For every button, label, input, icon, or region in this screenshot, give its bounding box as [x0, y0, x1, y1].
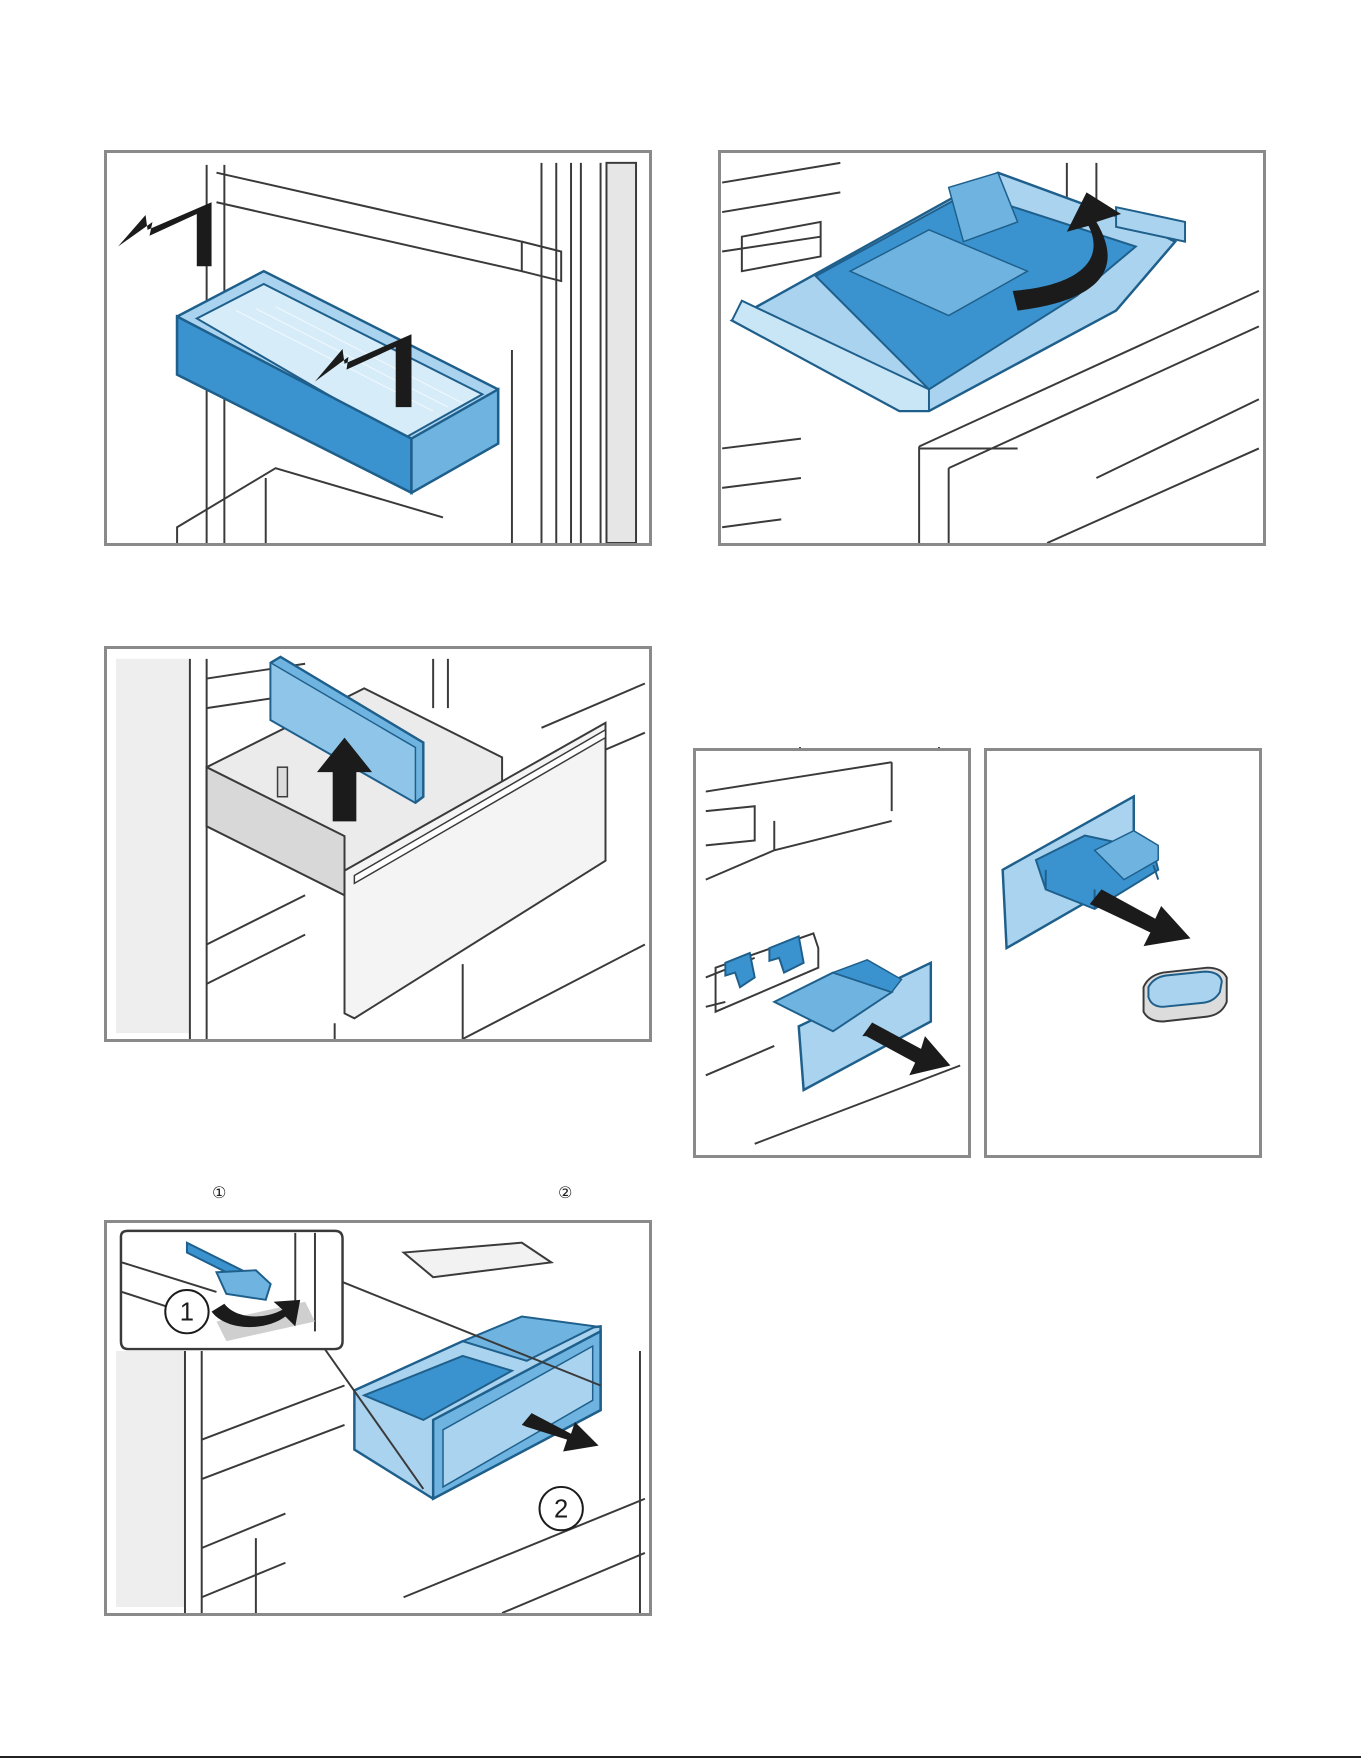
callout-two-label: 2 — [554, 1495, 568, 1523]
step-marker-one: ① — [212, 1184, 226, 1202]
figure-lift-divider-drawing — [107, 649, 649, 1039]
filter-pad — [1144, 968, 1227, 1022]
figure-lift-drawer-insert-drawing — [721, 153, 1263, 543]
arrow-icon — [1090, 889, 1191, 946]
figure-remove-filter-holder — [693, 748, 971, 1158]
drawer-insert — [732, 173, 1185, 411]
figure-remove-shelf-drawer — [104, 150, 652, 546]
figure-remove-filter-holder-drawing — [696, 751, 968, 1155]
callout-two: 2 — [540, 1487, 583, 1530]
callout-one: 1 — [165, 1290, 208, 1333]
figure-remove-lower-drawer: 1 2 — [104, 1220, 652, 1616]
filter-frame — [1003, 796, 1159, 948]
figure-filter-detail-drawing — [987, 751, 1259, 1155]
footer-rule — [0, 1756, 1361, 1758]
figure-remove-shelf-drawer-drawing — [107, 153, 649, 543]
figure-lift-divider — [104, 646, 652, 1042]
figure-filter-detail — [984, 748, 1262, 1158]
filter-holder — [774, 960, 931, 1090]
figure-remove-lower-drawer-drawing: 1 2 — [107, 1223, 649, 1613]
figure-lift-drawer-insert — [718, 150, 1266, 546]
callout-one-label: 1 — [180, 1299, 194, 1327]
step-marker-two: ② — [558, 1184, 572, 1202]
lower-drawer — [354, 1317, 600, 1499]
